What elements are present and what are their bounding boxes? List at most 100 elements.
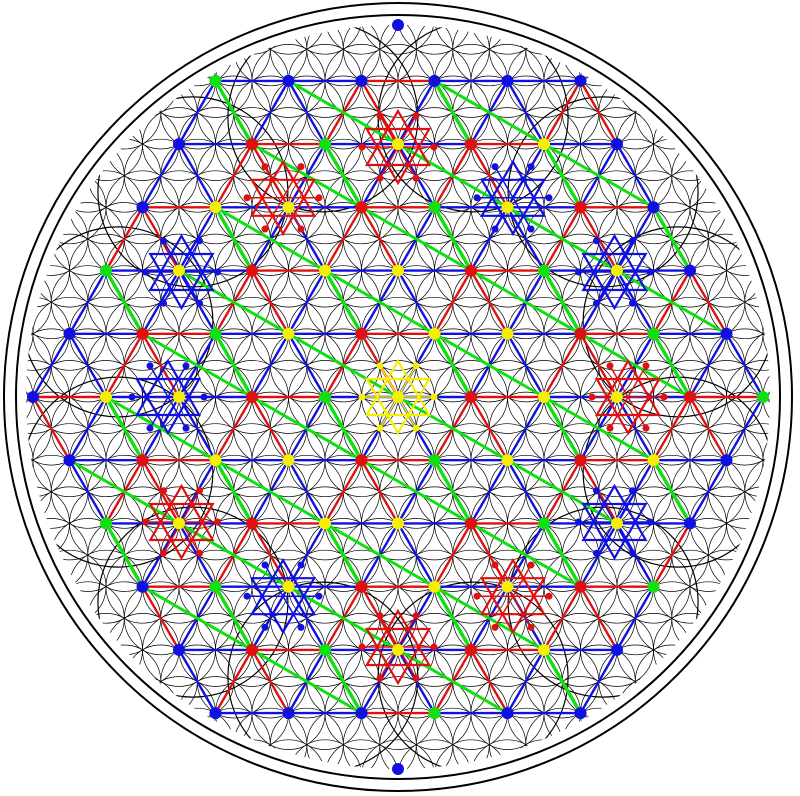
green-node bbox=[209, 74, 222, 87]
rosette-triangle bbox=[134, 358, 202, 417]
yellow-node bbox=[538, 391, 550, 403]
rosette-triangle bbox=[581, 252, 648, 311]
green-edge bbox=[542, 396, 583, 462]
yellow-node bbox=[611, 391, 623, 403]
blue-node bbox=[501, 707, 514, 720]
lower-right-rosette bbox=[128, 358, 208, 436]
red-edge bbox=[433, 269, 473, 335]
rosette-spoke bbox=[162, 271, 183, 304]
rosette-dot bbox=[297, 163, 305, 171]
rosette-triangle bbox=[581, 233, 648, 292]
green-edge bbox=[213, 585, 254, 651]
rosette-dot bbox=[261, 225, 269, 233]
inner-ring bbox=[15, 14, 781, 780]
red-edge bbox=[433, 522, 473, 588]
rosette-dot bbox=[473, 592, 481, 600]
flower-circle bbox=[26, 296, 70, 371]
red-node bbox=[355, 454, 368, 467]
rosette-dot bbox=[160, 237, 167, 245]
flower-circle bbox=[32, 549, 107, 624]
red-edge bbox=[579, 333, 619, 398]
rosette-triangle bbox=[364, 377, 432, 436]
rosette-dot bbox=[642, 362, 650, 370]
flower-circle bbox=[105, 676, 180, 750]
rosette-dot bbox=[376, 112, 384, 120]
blue-edge bbox=[287, 80, 327, 145]
green-diagonal bbox=[214, 458, 326, 525]
red-node bbox=[246, 643, 258, 656]
blue-edge bbox=[68, 333, 108, 398]
left-rosette-lower bbox=[588, 358, 668, 436]
green-node bbox=[319, 138, 331, 151]
rosette-triangle bbox=[364, 627, 432, 686]
blue-edge bbox=[287, 459, 327, 525]
flower-circle bbox=[142, 676, 216, 750]
green-diagonal bbox=[105, 395, 217, 462]
yellow-node bbox=[611, 517, 623, 530]
green-diagonal bbox=[397, 648, 509, 715]
green-diagonal bbox=[178, 269, 290, 336]
rosette-dot bbox=[527, 561, 535, 569]
rosette-spoke bbox=[512, 564, 532, 597]
rosette-dot bbox=[412, 362, 420, 370]
yellow-node bbox=[173, 517, 185, 530]
rosette-spoke bbox=[180, 490, 201, 523]
yellow-node bbox=[100, 391, 112, 403]
blue-edge bbox=[579, 649, 619, 714]
green-node bbox=[428, 707, 441, 720]
blue-edge bbox=[506, 459, 546, 525]
rosette-dot bbox=[160, 487, 167, 495]
rosette-dot bbox=[142, 268, 149, 276]
rosette-dot bbox=[412, 674, 420, 682]
rosette-dot bbox=[491, 561, 499, 569]
blue-apex-node bbox=[392, 19, 404, 31]
rosette-spoke bbox=[167, 365, 187, 398]
red-edge bbox=[542, 80, 582, 145]
flower-circle bbox=[196, 707, 271, 769]
red-edge bbox=[542, 586, 582, 651]
red-edge bbox=[652, 522, 692, 588]
rosette-dot bbox=[243, 592, 251, 600]
rosette-spoke bbox=[627, 365, 647, 398]
rosette-dot bbox=[491, 163, 499, 171]
flower-circle bbox=[142, 44, 216, 118]
green-edge bbox=[432, 332, 473, 398]
rosette-dot bbox=[491, 623, 499, 631]
green-edge bbox=[651, 332, 692, 398]
rosette-dot bbox=[297, 623, 305, 631]
rosette-dot bbox=[642, 424, 650, 432]
red-edge bbox=[469, 396, 509, 461]
red-edge bbox=[469, 269, 509, 335]
rosette-dot bbox=[647, 518, 654, 526]
blue-edge bbox=[615, 586, 655, 651]
flower-circle bbox=[653, 107, 727, 181]
yellow-node bbox=[428, 327, 441, 340]
rosette-triangle bbox=[594, 377, 662, 436]
blue-node bbox=[720, 327, 733, 340]
rosette-dot bbox=[527, 623, 535, 631]
rosette-spoke bbox=[397, 146, 417, 179]
rosette-spoke bbox=[595, 521, 616, 554]
green-diagonal bbox=[178, 522, 290, 588]
rosette-dot bbox=[629, 487, 636, 495]
rosette-dot bbox=[473, 194, 481, 202]
rosette-spoke bbox=[609, 365, 629, 398]
rosette-dot bbox=[358, 643, 366, 651]
flower-circle bbox=[288, 25, 362, 55]
red-node bbox=[136, 454, 149, 467]
rosette-dot bbox=[376, 424, 384, 432]
red-edge bbox=[360, 206, 400, 272]
rosette-spoke bbox=[613, 490, 634, 523]
rosette-spoke bbox=[379, 396, 399, 429]
red-node bbox=[246, 264, 258, 277]
blue-edge bbox=[287, 333, 327, 398]
outer-rings bbox=[3, 2, 793, 792]
yellow-node bbox=[538, 643, 550, 656]
yellow-node bbox=[319, 264, 331, 277]
blue-node bbox=[282, 74, 295, 87]
flower-circle bbox=[397, 25, 472, 55]
rosette-spoke bbox=[379, 365, 399, 398]
yellow-node bbox=[538, 138, 550, 151]
green-node bbox=[757, 391, 769, 403]
rosette-dot bbox=[376, 612, 384, 620]
